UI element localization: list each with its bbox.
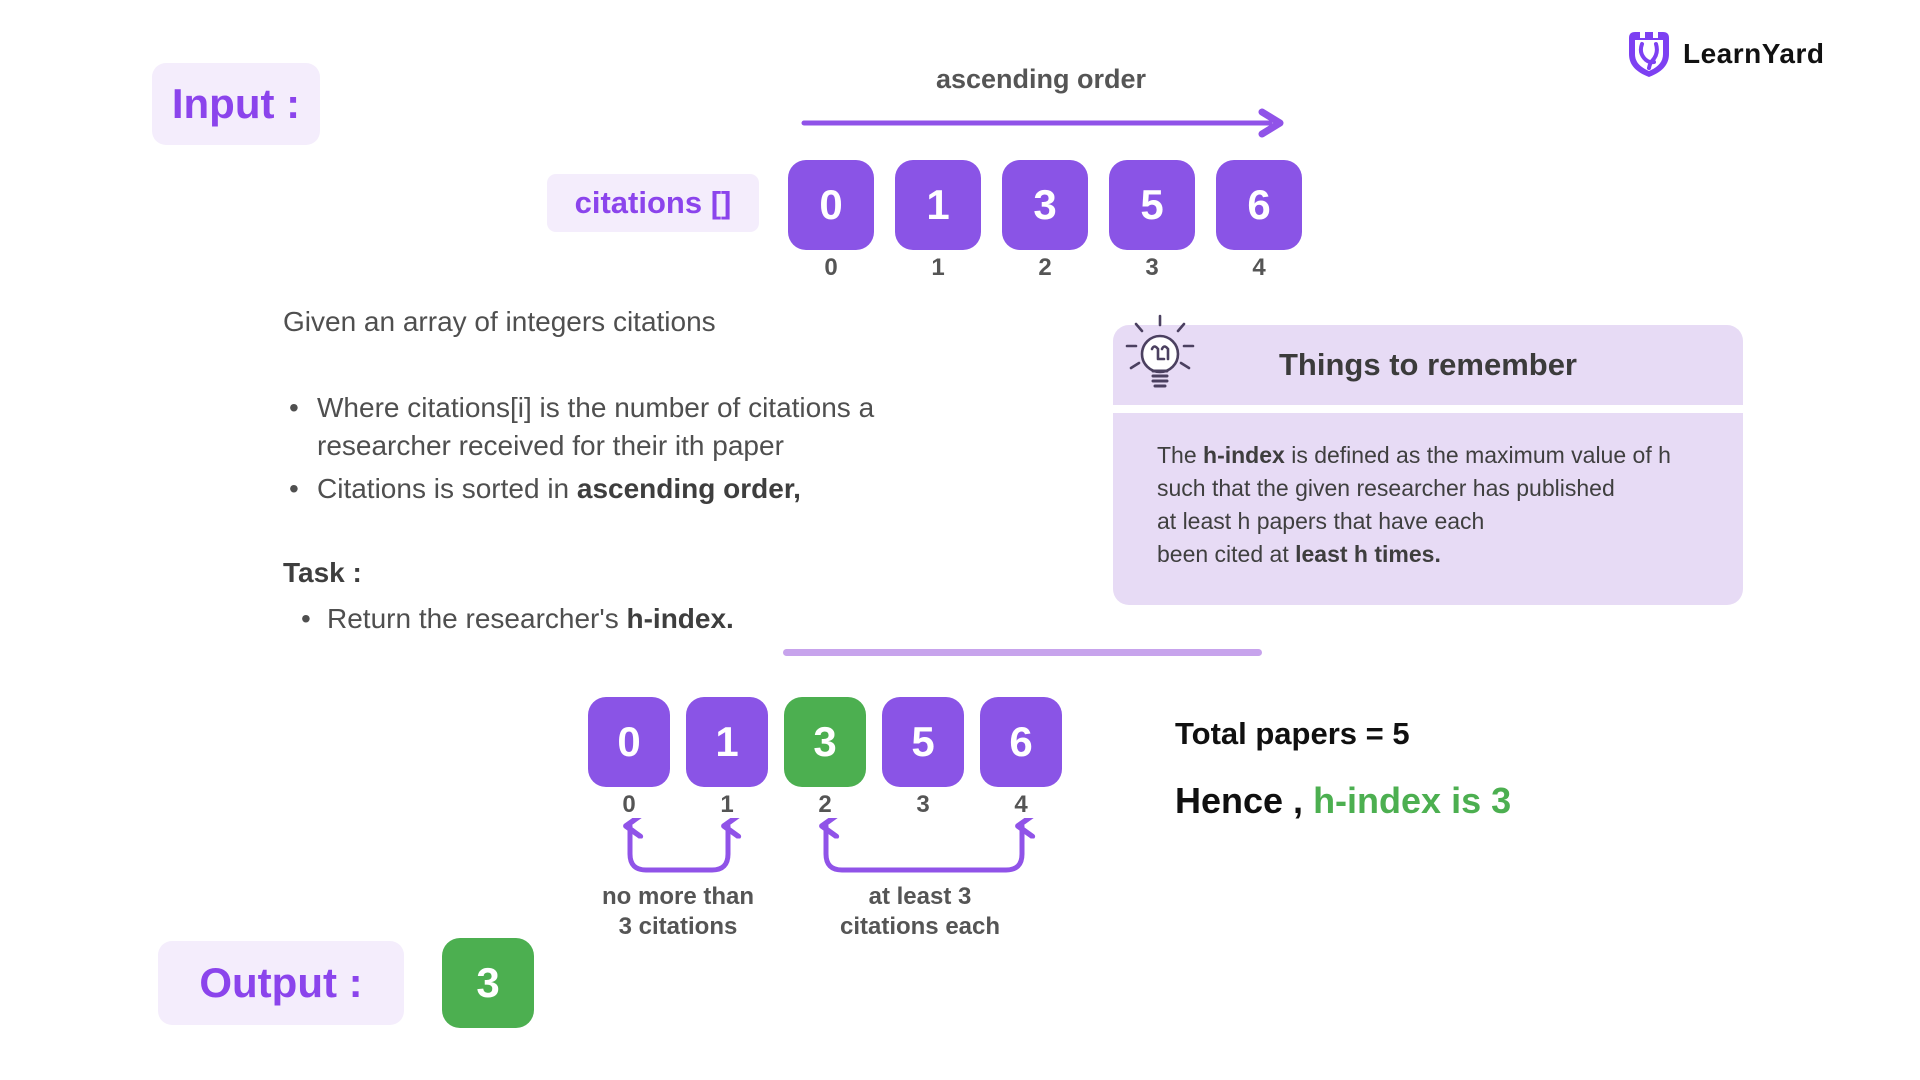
bullet2-bold-text: ascending order, [576, 473, 801, 505]
output-label: Output : [158, 941, 404, 1025]
ascending-order-label: ascending order [935, 64, 1147, 94]
annotation-left: no more than 3 citations [568, 882, 788, 942]
problem-description: Given an array of integers citations Whe… [283, 303, 903, 644]
things-to-remember-panel: Things to remember The h-index is define… [1113, 314, 1743, 605]
input-array-indices: 0 1 2 3 4 [788, 254, 1302, 282]
array-cell: 5 [1109, 160, 1195, 250]
bullet-item: Citations is sorted in ascending order, [283, 470, 903, 508]
task-bullet-bold-text: h-index. [626, 602, 734, 634]
array-index: 1 [931, 254, 945, 281]
panel-line: The h-index is defined as the maximum va… [1157, 442, 1671, 468]
array-cell: 5 [882, 697, 964, 787]
conclusion-green-text: h-index is 3 [1303, 780, 1512, 821]
array-cell: 6 [1216, 160, 1302, 250]
input-label: Input : [152, 63, 320, 145]
bullet2-text: Citations is sorted in [317, 473, 577, 505]
array-index: 0 [622, 791, 636, 818]
brand-name: LearnYard [1683, 38, 1825, 69]
output-label-text: Output : [199, 959, 363, 1006]
conclusion-text: Hence , h-index is 3 [1175, 780, 1511, 822]
bullet-item: Return the researcher's h-index. [283, 600, 903, 638]
array-cell-highlighted: 3 [784, 697, 866, 787]
annotation-text: no more than [601, 883, 754, 910]
panel-title: Things to remember [1279, 347, 1577, 382]
panel-header: Things to remember [1113, 325, 1743, 405]
bracket-arrow-left-icon [610, 818, 750, 873]
output-value-box: 3 [442, 938, 534, 1028]
citations-array-label: citations [] [547, 174, 759, 232]
description-intro: Given an array of integers citations [283, 306, 716, 337]
array-cell: 3 [1002, 160, 1088, 250]
conclusion-black-text: Hence , [1175, 780, 1304, 821]
bullet1-text: Where citations[i] is the number of cita… [317, 391, 875, 461]
panel-line: such that the given researcher has publi… [1157, 475, 1615, 501]
array-cell: 0 [588, 697, 670, 787]
ascending-arrow-icon [801, 108, 1284, 138]
section-divider [783, 649, 1262, 656]
task-label: Task : [283, 557, 362, 589]
walkthrough-array: 0 1 3 5 6 [588, 697, 1062, 787]
array-index: 2 [818, 791, 832, 818]
walkthrough-array-indices: 0 1 2 3 4 [588, 791, 1062, 819]
description-bullets: Where citations[i] is the number of cita… [283, 389, 903, 508]
lightbulb-icon [1125, 314, 1195, 388]
annotation-text: at least 3 [868, 883, 972, 910]
task-bullets: Return the researcher's h-index. [283, 600, 903, 638]
citations-array-label-text: citations [] [574, 185, 732, 220]
array-index: 2 [1038, 254, 1052, 281]
array-index: 3 [1145, 254, 1159, 281]
array-index: 0 [824, 254, 838, 281]
array-index: 1 [720, 791, 734, 818]
input-label-text: Input : [171, 80, 301, 127]
bullet-item: Where citations[i] is the number of cita… [283, 389, 903, 465]
panel-line: at least h papers that have each [1157, 508, 1485, 534]
array-cell: 6 [980, 697, 1062, 787]
array-cell: 0 [788, 160, 874, 250]
bracket-arrow-right-icon [808, 818, 1044, 873]
brand-logo: LearnYard [1625, 28, 1824, 80]
input-array: 0 1 3 5 6 [788, 160, 1302, 250]
panel-body: The h-index is defined as the maximum va… [1113, 413, 1743, 605]
annotation-right: at least 3 citations each [810, 882, 1030, 942]
annotation-text: 3 citations [618, 913, 738, 940]
array-cell: 1 [895, 160, 981, 250]
total-papers-text: Total papers = 5 [1175, 716, 1410, 751]
array-index: 4 [1014, 791, 1028, 818]
array-cell: 1 [686, 697, 768, 787]
annotation-text: citations each [839, 913, 1001, 940]
task-bullet-text: Return the researcher's [327, 602, 627, 634]
array-index: 3 [916, 791, 930, 818]
learnyard-shield-icon [1629, 32, 1669, 77]
array-index: 4 [1252, 254, 1266, 281]
panel-line: been cited at least h times. [1157, 541, 1441, 567]
